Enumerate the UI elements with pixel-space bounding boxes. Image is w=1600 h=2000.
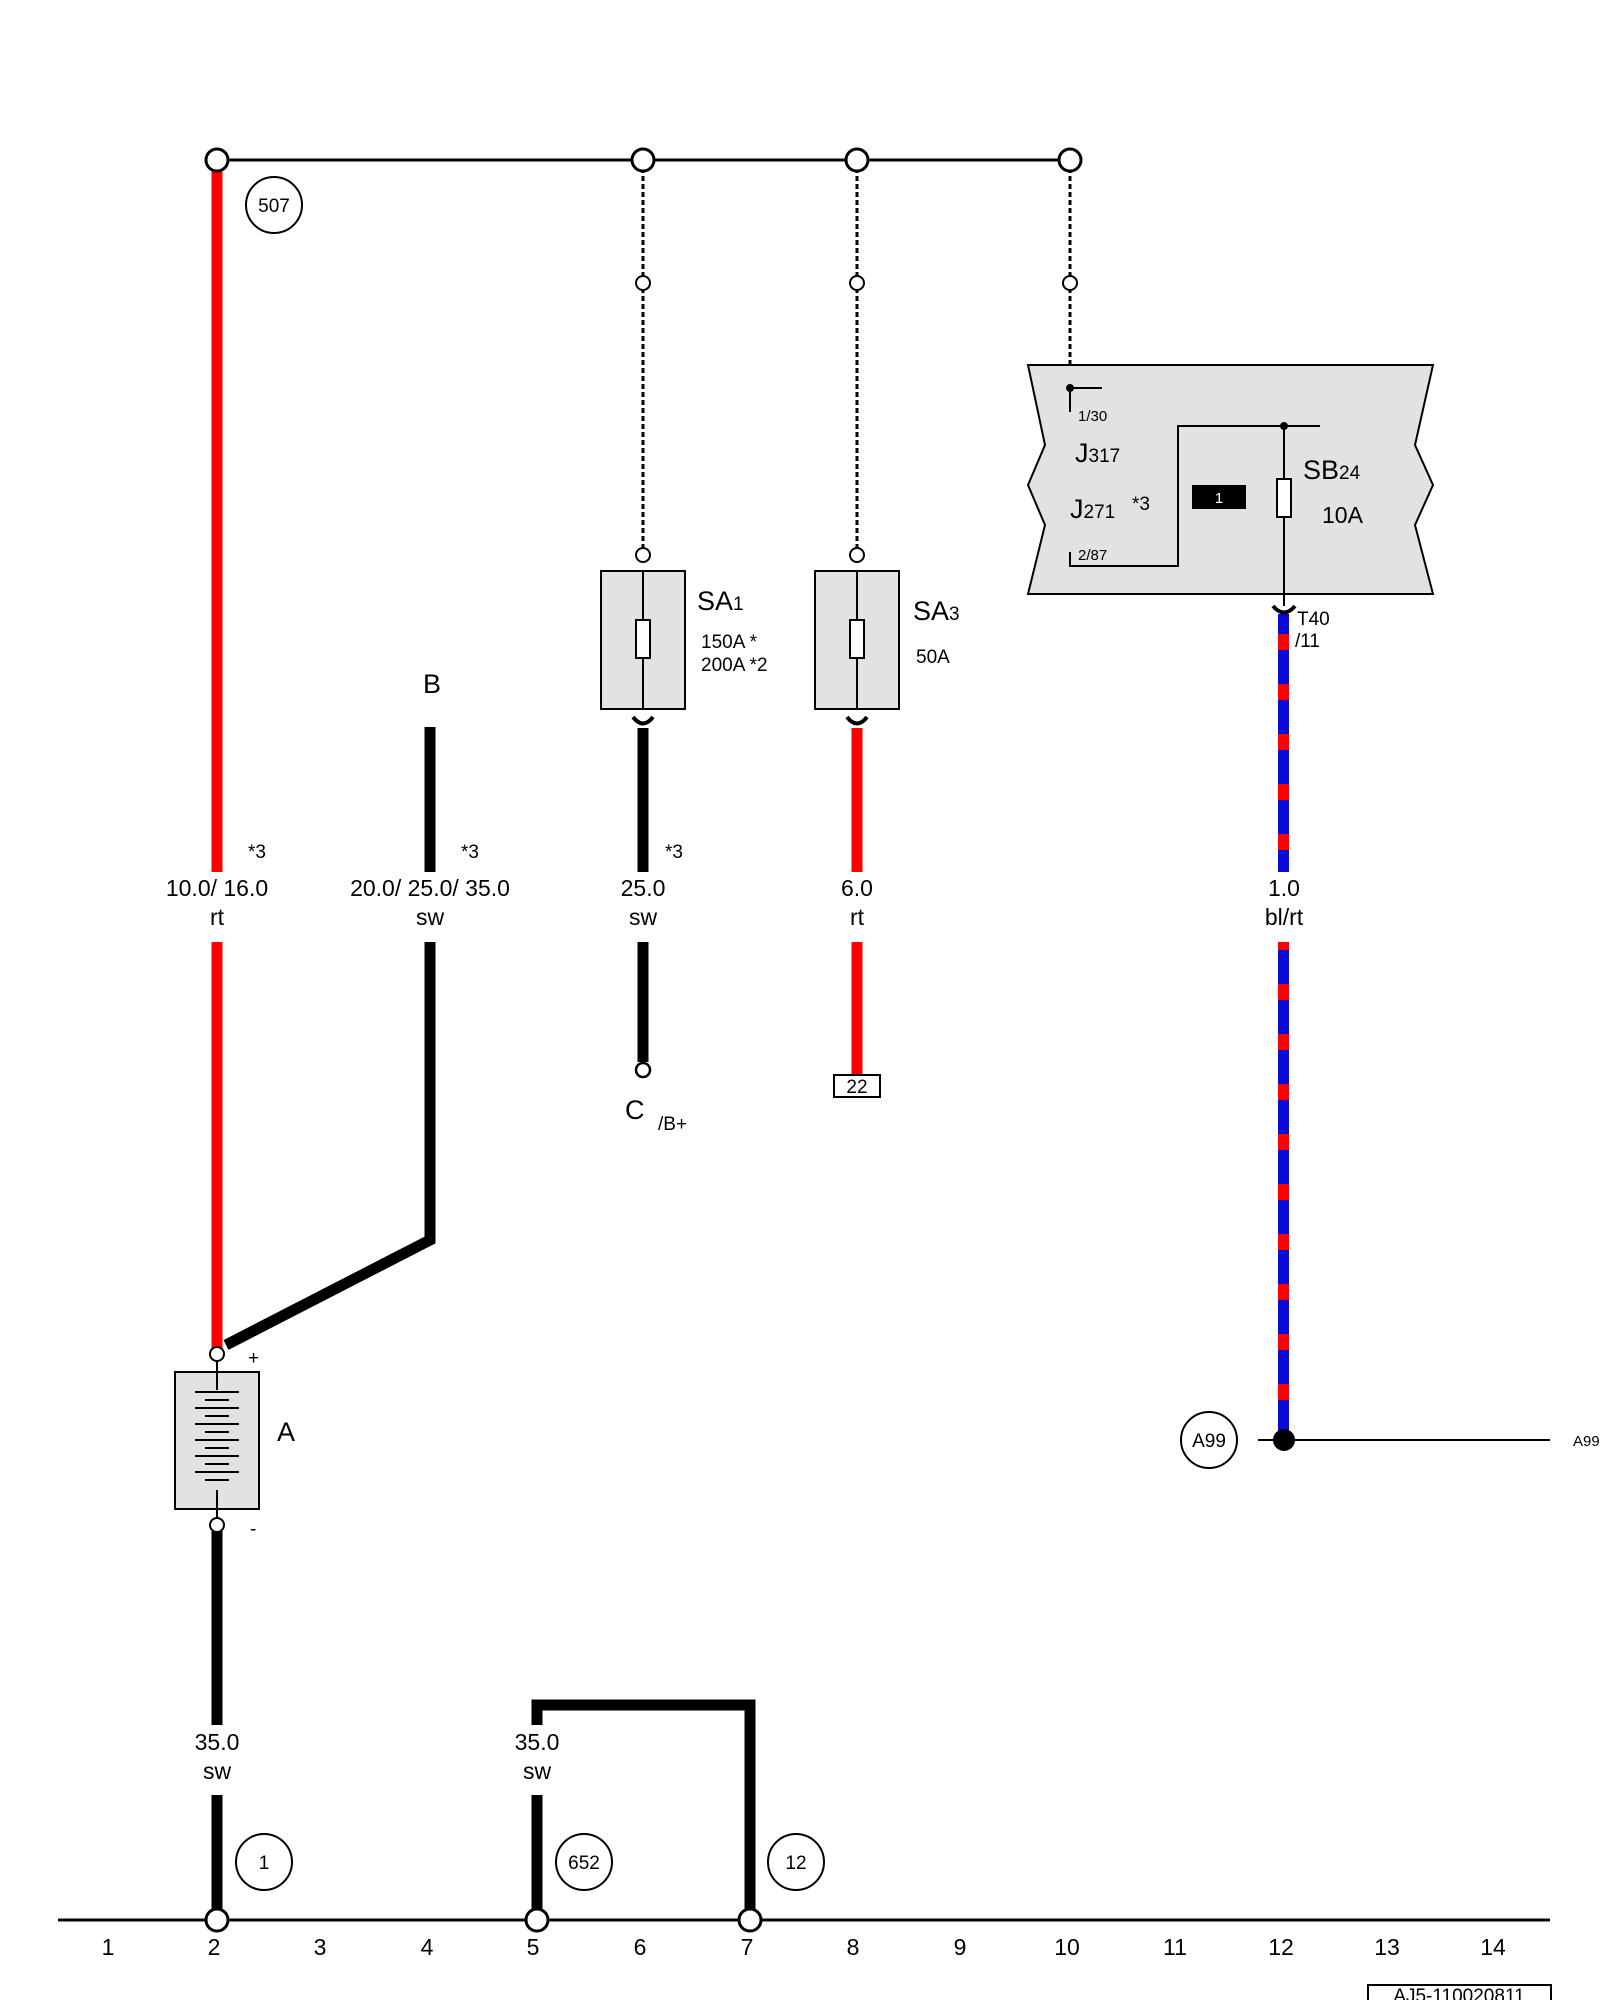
svg-text:12: 12	[785, 1853, 806, 1874]
terminal-22-box	[833, 1074, 881, 1098]
svg-text:150A *: 150A *	[701, 632, 758, 653]
terminal-c-label: C	[625, 1095, 645, 1125]
svg-text:/11: /11	[1295, 631, 1320, 652]
fusible-leads	[641, 160, 1072, 555]
wire-bl-rt	[1278, 614, 1289, 1440]
ref-1: 1	[235, 1833, 293, 1891]
svg-text:sw: sw	[523, 1758, 552, 1784]
grid-number: 14	[1480, 1934, 1506, 1960]
svg-text:35.0: 35.0	[515, 1729, 560, 1755]
svg-text:1.0: 1.0	[1268, 875, 1300, 901]
svg-text:35.0: 35.0	[195, 1729, 240, 1755]
grid-number: 6	[634, 1934, 647, 1960]
svg-text:*3: *3	[1132, 494, 1150, 515]
grid-number: 3	[314, 1934, 327, 1960]
wire-ground-bridge	[531, 1699, 756, 1915]
terminal-c	[634, 1061, 652, 1079]
wire-label-w3: *3 25.0 sw	[621, 842, 683, 930]
a99-junction	[1273, 1429, 1295, 1451]
svg-text:A99: A99	[1192, 1431, 1226, 1452]
grid-number: 4	[421, 1934, 434, 1960]
wire-label-w6: 35.0 sw	[195, 1729, 240, 1784]
ref-a99: A99	[1180, 1411, 1238, 1469]
grid-number: 10	[1054, 1934, 1080, 1960]
battery-a: + - A	[174, 1346, 295, 1540]
svg-text:bl/rt: bl/rt	[1265, 904, 1304, 930]
grid-number: 13	[1374, 1934, 1400, 1960]
svg-text:*3: *3	[248, 842, 266, 863]
a99-right-label: A99	[1573, 1433, 1600, 1450]
module-j317: 1/30 J317 J271 *3 2/87 1 SB24 10A T40 /1…	[1026, 364, 1435, 652]
svg-text:rt: rt	[850, 904, 865, 930]
svg-text:6.0: 6.0	[841, 875, 873, 901]
svg-text:*3: *3	[461, 842, 479, 863]
grid-number: 5	[527, 1934, 540, 1960]
svg-text:SB24: SB24	[1303, 455, 1361, 485]
terminal-c-sub: /B+	[658, 1114, 687, 1135]
svg-text:10.0/ 16.0: 10.0/ 16.0	[166, 875, 268, 901]
svg-text:-: -	[250, 1519, 256, 1540]
svg-text:10A: 10A	[1322, 502, 1364, 528]
svg-text:A: A	[277, 1417, 295, 1447]
svg-text:sw: sw	[629, 904, 658, 930]
fuse-sa3: SA3 50A	[814, 570, 960, 726]
grid-number: 7	[741, 1934, 754, 1960]
svg-text:SA3: SA3	[913, 596, 960, 626]
grid-number: 11	[1163, 1934, 1187, 1960]
grid-number: 2	[208, 1934, 221, 1960]
terminal-b-label: B	[423, 669, 441, 699]
grid-number: 9	[954, 1934, 967, 1960]
svg-text:200A *2: 200A *2	[701, 655, 768, 676]
svg-text:2/87: 2/87	[1078, 547, 1107, 564]
svg-text:25.0: 25.0	[621, 875, 666, 901]
fuse-sa1: SA1 150A * 200A *2	[600, 570, 768, 726]
svg-text:652: 652	[568, 1853, 600, 1874]
svg-text:1/30: 1/30	[1078, 408, 1107, 425]
wire-label-w5: 1.0 bl/rt	[1265, 875, 1304, 930]
relay-badge	[1192, 485, 1246, 509]
wire-sa3-out	[833, 728, 881, 1098]
wire-label-w4: 6.0 rt	[841, 875, 873, 930]
svg-text:20.0/ 25.0/ 35.0: 20.0/ 25.0/ 35.0	[350, 875, 510, 901]
svg-text:J317: J317	[1075, 438, 1120, 468]
svg-text:50A: 50A	[916, 647, 950, 668]
svg-text:1: 1	[259, 1853, 270, 1874]
svg-text:rt: rt	[210, 904, 225, 930]
grid-number: 12	[1268, 1934, 1294, 1960]
grid-numbers: 1 2 3 4 5 6 7 8 9 10 11 12 13 14	[102, 1934, 1506, 1960]
wire-label-w2: *3 20.0/ 25.0/ 35.0 sw	[350, 842, 510, 930]
svg-text:507: 507	[258, 196, 290, 217]
svg-text:AJ5-110020811: AJ5-110020811	[1393, 1986, 1524, 2000]
wire-label-w7: 35.0 sw	[515, 1729, 560, 1784]
svg-text:+: +	[248, 1348, 259, 1369]
ref-507: 507	[245, 176, 303, 234]
ref-12: 12	[767, 1833, 825, 1891]
svg-text:T40: T40	[1297, 609, 1330, 630]
ref-652: 652	[555, 1833, 613, 1891]
svg-text:J271: J271	[1070, 494, 1115, 524]
svg-text:SA1: SA1	[697, 586, 744, 616]
lead-small-nodes	[635, 275, 1078, 563]
svg-text:1: 1	[1215, 490, 1223, 507]
wire-b-sw	[223, 727, 436, 1350]
ground-bus-nodes	[204, 1907, 763, 1933]
grid-number: 1	[102, 1934, 115, 1960]
terminal-22-label: 22	[846, 1077, 867, 1098]
svg-text:sw: sw	[416, 904, 445, 930]
diagram-code-box: AJ5-110020811	[1367, 1984, 1552, 2000]
top-bus-nodes	[204, 147, 1083, 173]
wire-label-w1: *3 10.0/ 16.0 rt	[166, 842, 268, 930]
wire-sa1-out	[634, 728, 652, 1079]
svg-text:*3: *3	[665, 842, 683, 863]
grid-number: 8	[847, 1934, 860, 1960]
svg-text:sw: sw	[203, 1758, 232, 1784]
